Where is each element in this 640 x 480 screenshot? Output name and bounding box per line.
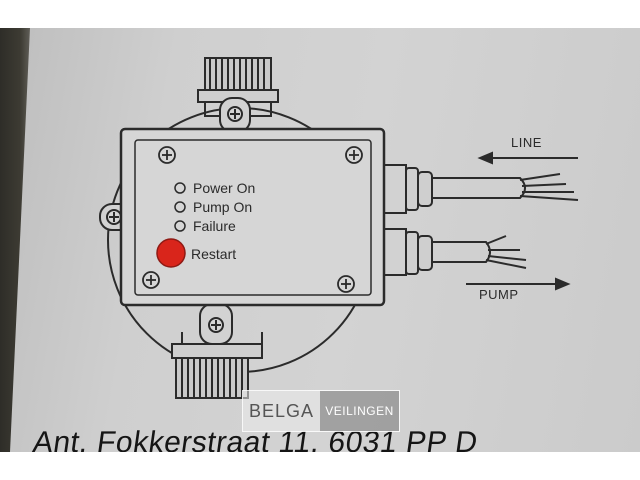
bottom-mounting-tab: [199, 303, 233, 345]
wiring-diagram: [99, 57, 579, 399]
pump-arrow: [466, 277, 571, 291]
top-mounting-tab: [219, 97, 251, 133]
watermark-belga: BELGA: [243, 391, 320, 431]
bottom-pipe-thread: [171, 332, 263, 399]
power-on-label: Power On: [193, 180, 256, 196]
box-screws: [142, 146, 363, 293]
pump-label: PUMP: [479, 287, 519, 302]
belga-watermark: BELGA VEILINGEN: [242, 390, 400, 432]
line-arrow: [477, 151, 578, 165]
restart-label: Restart: [191, 246, 237, 262]
photo: Power On Pump On Failure Restart LINE PU…: [0, 28, 640, 452]
led-indicators: [174, 182, 186, 232]
line-label: LINE: [511, 135, 542, 150]
line-cable-gland: [384, 164, 579, 214]
pump-on-label: Pump On: [193, 199, 253, 215]
pump-cable-gland: [384, 228, 527, 276]
top-pipe-thread: [197, 57, 279, 117]
failure-label: Failure: [193, 218, 236, 234]
watermark-veilingen: VEILINGEN: [320, 391, 399, 431]
restart-button: [156, 238, 186, 268]
control-box: [119, 127, 386, 307]
